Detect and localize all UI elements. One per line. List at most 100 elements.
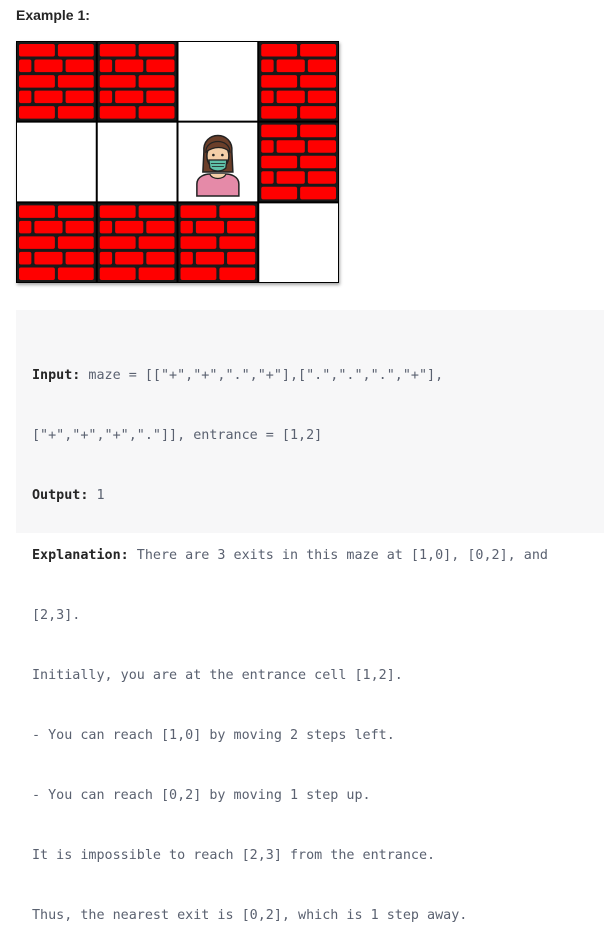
input-label: Input: [32,368,81,383]
brick [138,75,175,88]
wall-cell [16,202,97,283]
brick [57,106,94,119]
explanation-step-line: Thus, the nearest exit is [0,2], which i… [32,908,468,923]
explanation-label: Explanation: [32,548,129,563]
brick [300,186,336,200]
brick [19,267,55,280]
brick [99,236,136,249]
brick [99,220,113,234]
brick [307,140,336,153]
brick [138,236,175,249]
brick [195,251,225,265]
brick [19,90,32,104]
brick [300,155,336,169]
brick [227,220,256,234]
example-heading: Example 1: [16,7,90,23]
brick [34,90,63,104]
explanation-line-1: Explanation: There are 3 exits in this m… [32,546,604,566]
input-value-part1: maze = [["+","+",".","+"],[".",".",".","… [80,368,444,383]
brick [146,220,175,234]
brick [180,205,217,218]
input-line-2: ["+","+","+","."]], entrance = [1,2] [32,428,323,443]
brick [276,59,305,73]
output-line: Output: 1 [32,486,604,506]
brick [180,236,217,249]
brick [99,59,113,73]
brick [99,44,136,57]
brick [219,267,256,280]
brick [19,236,55,249]
brick [261,106,298,119]
explanation-step-line: Initially, you are at the entrance cell … [32,668,403,683]
brick [99,205,136,218]
brick [227,251,256,265]
input-line-1: Input: maze = [["+","+",".","+"],[".",".… [32,366,604,386]
explanation-text-part1: There are 3 exits in this maze at [1,0],… [128,548,548,563]
brick [99,90,113,104]
brick [99,106,136,119]
explanation-step-line: It is impossible to reach [2,3] from the… [32,848,436,863]
brick [138,205,175,218]
example-code-block: Input: maze = [["+","+",".","+"],[".",".… [16,310,604,923]
brick [307,90,336,104]
brick [65,90,94,104]
brick [195,220,225,234]
brick [65,220,94,234]
wall-cell [16,41,97,122]
brick [261,155,298,169]
brick [57,205,94,218]
brick [65,59,94,73]
brick [115,251,144,265]
wall-cell [177,202,259,283]
wall-cell [258,121,339,203]
brick [261,90,274,104]
brick [19,205,55,218]
brick [57,44,94,57]
brick [261,171,274,184]
maze-svg [16,41,339,283]
wall-cell [258,41,339,122]
brick [276,171,305,184]
brick [57,267,94,280]
brick [307,171,336,184]
brick [138,267,175,280]
brick [65,251,94,265]
brick [115,90,144,104]
brick [19,75,55,88]
explanation-step-line: - You can reach [1,0] by moving 2 steps … [32,728,395,743]
brick [300,75,336,88]
brick [115,220,144,234]
brick [57,236,94,249]
brick [19,59,32,73]
brick [99,267,136,280]
wall-cell [96,202,178,283]
brick [261,59,274,73]
explanation-step-line: - You can reach [0,2] by moving 1 step u… [32,788,371,803]
brick [99,251,113,265]
brick [19,220,32,234]
brick [261,186,298,200]
brick [99,75,136,88]
brick [180,267,217,280]
explanation-line-2: [2,3]. [32,608,81,623]
brick [261,124,298,138]
brick [146,90,175,104]
brick [19,44,55,57]
brick [300,44,336,57]
brick [34,220,63,234]
brick [219,236,256,249]
brick [34,251,63,265]
brick [180,251,193,265]
brick [19,106,55,119]
brick [34,59,63,73]
brick [261,140,274,153]
person-with-mask-icon [196,134,240,197]
brick [300,106,336,119]
brick [276,140,305,153]
brick [261,44,298,57]
output-label: Output: [32,488,89,503]
brick [138,44,175,57]
brick [219,205,256,218]
brick [19,251,32,265]
brick [146,251,175,265]
